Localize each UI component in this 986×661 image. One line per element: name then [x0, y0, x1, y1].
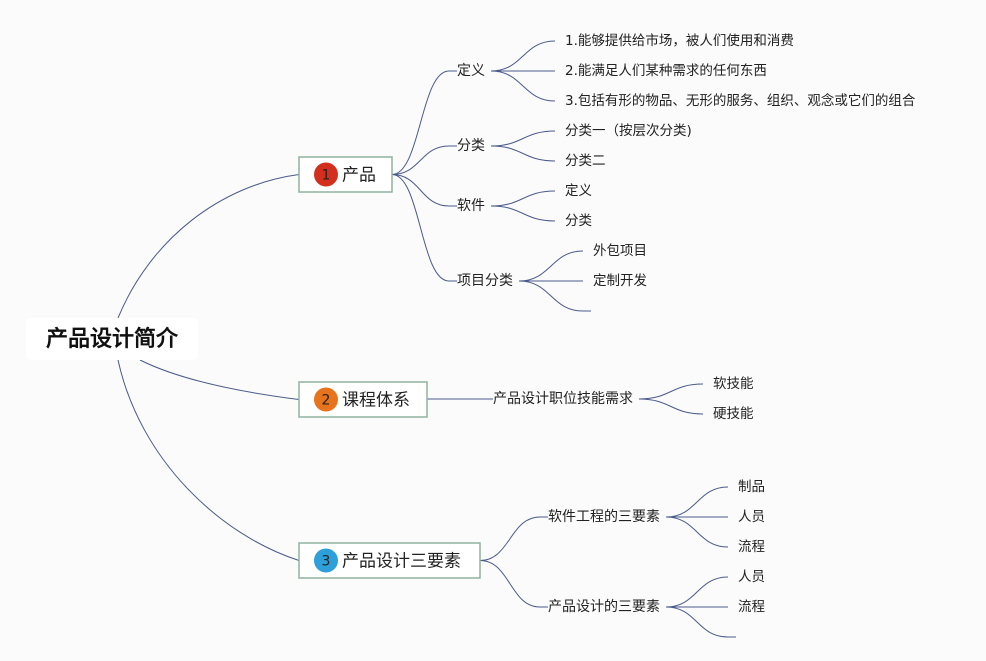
sub-node-label[interactable]: 产品设计的三要素: [548, 599, 660, 615]
branch-label[interactable]: 产品设计三要素: [342, 552, 461, 572]
sub-branch-line: [391, 70, 450, 175]
branch-label[interactable]: 课程体系: [342, 391, 410, 411]
sub-branch-line: [391, 174, 450, 207]
leaf-node-label[interactable]: 人员: [738, 509, 765, 525]
leaf-branch-line: [490, 145, 556, 162]
leaf-node-label[interactable]: 3.包括有形的物品、无形的服务、组织、观念或它们的组合: [565, 92, 916, 109]
sub-node-label[interactable]: 定义: [457, 63, 485, 79]
leaf-branch-line: [490, 40, 556, 72]
root-node[interactable]: [26, 318, 198, 360]
sub-node-label[interactable]: 产品设计职位技能需求: [493, 391, 633, 407]
leaf-branch-line: [638, 383, 704, 400]
badge-number: 3: [322, 554, 331, 570]
leaf-node-label[interactable]: 2.能满足人们某种需求的任何东西: [565, 63, 767, 79]
root-branch-line: [117, 359, 300, 561]
sub-node-label[interactable]: 分类: [457, 138, 485, 154]
leaf-node-label[interactable]: 定义: [565, 183, 592, 199]
leaf-branch-line: [638, 398, 704, 415]
sub-branch-line: [479, 516, 541, 561]
leaf-node-label[interactable]: 人员: [738, 569, 765, 585]
root-branch-line: [139, 359, 300, 400]
leaf-branch-line: [665, 516, 729, 548]
root-label[interactable]: 产品设计简介: [46, 326, 179, 352]
leaf-branch-line: [518, 280, 584, 312]
leaf-branch-line: [490, 130, 556, 147]
leaf-node-label[interactable]: 软技能: [713, 376, 754, 392]
sub-branch-line: [479, 560, 541, 608]
number-badge-icon: [314, 387, 338, 412]
leaf-node-label[interactable]: 分类二: [565, 153, 606, 169]
sub-node-label[interactable]: 软件工程的三要素: [548, 509, 660, 525]
leaf-branch-line: [665, 576, 729, 608]
sub-node-label[interactable]: 软件: [457, 198, 485, 214]
leaf-node-label[interactable]: 制品: [738, 479, 765, 495]
leaf-node-label[interactable]: 外包项目: [593, 243, 647, 259]
leaf-node-label[interactable]: 分类一（按层次分类): [565, 123, 692, 139]
root-branch-line: [117, 174, 300, 319]
leaf-node-label[interactable]: 流程: [738, 539, 765, 555]
leaf-branch-line: [490, 205, 556, 222]
leaf-node-label[interactable]: 1.能够提供给市场，被人们使用和消费: [565, 32, 794, 49]
leaf-node-label[interactable]: 分类: [565, 213, 592, 229]
sub-branch-line: [391, 145, 450, 175]
leaf-branch-line: [665, 606, 729, 638]
sub-node-label[interactable]: 项目分类: [457, 273, 513, 289]
leaf-node-label[interactable]: 流程: [738, 599, 765, 615]
badge-number: 1: [322, 168, 331, 184]
leaf-branch-line: [518, 250, 584, 282]
number-badge-icon: [314, 548, 338, 573]
leaf-node-label[interactable]: 定制开发: [593, 273, 647, 289]
number-badge-icon: [314, 162, 338, 187]
badge-number: 2: [322, 393, 331, 409]
leaf-branch-line: [490, 70, 556, 102]
branch-label[interactable]: 产品: [342, 166, 376, 186]
sub-branch-line: [391, 174, 450, 282]
leaf-branch-line: [665, 486, 729, 518]
leaf-node-label[interactable]: 硬技能: [713, 406, 754, 422]
leaf-branch-line: [490, 190, 556, 207]
connector-lines: [117, 40, 736, 638]
